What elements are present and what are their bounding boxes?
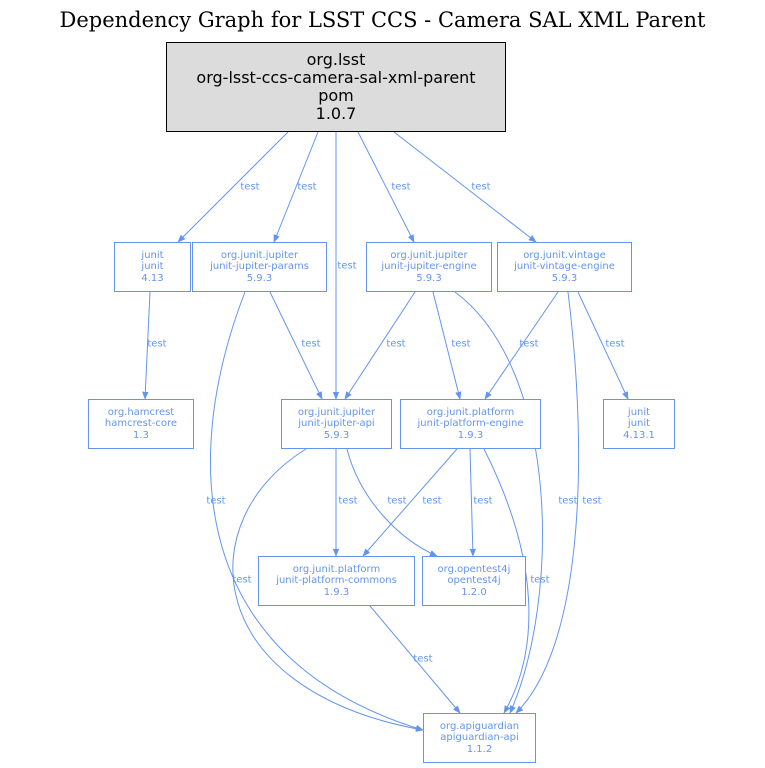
node-opentest4j[interactable]: org.opentest4j opentest4j 1.2.0 [422,556,526,606]
edge-layer [142,131,629,732]
node-version: 4.13 [141,272,164,284]
edge-label-commons-to-apiguardian: test [413,653,433,665]
node-version: 4.13.1 [623,429,655,441]
node-artifact: junit [627,418,651,430]
edge-pengine-to-commons [362,448,458,557]
edge-jengine-to-apiguardian [454,291,543,714]
node-artifact: junit-jupiter-api [298,418,375,430]
node-version: 1.3 [133,429,149,441]
edge-params-to-api [269,291,323,400]
edge-root-to-junit413 [177,131,289,243]
edge-label-params-to-api: test [301,338,321,350]
node-junit-platform-engine[interactable]: org.junit.platform junit-platform-engine… [400,399,541,449]
edge-label-api-to-opentest: test [387,495,407,507]
edge-root-to-params [273,131,319,243]
edge-api-to-apiguardian [232,448,424,732]
node-version: 1.2.0 [461,586,487,598]
node-group: org.junit.jupiter [297,406,376,418]
node-junit-4-13-1[interactable]: junit junit 4.13.1 [603,399,675,449]
edge-label-jengine-to-pengine: test [451,338,471,350]
edge-label-jengine-to-apiguardian: test [558,495,578,507]
node-artifact: junit-platform-engine [417,418,524,430]
node-version: 5.9.3 [551,272,578,284]
node-artifact: junit [141,261,164,273]
node-junit-platform-commons[interactable]: org.junit.platform junit-platform-common… [258,556,415,606]
edge-label-pengine-to-commons: test [422,495,442,507]
node-group: org.opentest4j [437,563,511,575]
edge-label-api-to-commons: test [338,495,358,507]
node-group: junit [141,249,164,261]
node-apiguardian-api[interactable]: org.apiguardian apiguardian-api 1.1.2 [423,713,536,763]
node-artifact: apiguardian-api [440,732,519,744]
node-artifact: junit-jupiter-params [210,261,309,273]
edge-junit413-to-hamcrest [142,291,151,400]
node-version: 5.9.3 [246,272,273,284]
node-artifact: junit-jupiter-engine [381,261,477,273]
node-group: org.junit.vintage [523,249,606,261]
node-artifact: opentest4j [447,575,501,587]
edge-root-to-vintage [393,131,537,243]
edge-label-pengine-to-opentest: test [473,495,493,507]
graph-title: Dependency Graph for LSST CCS - Camera S… [59,8,706,32]
node-version: 1.9.3 [323,586,350,598]
node-junit-jupiter-params[interactable]: org.junit.jupiter junit-jupiter-params 5… [192,242,327,292]
node-group: org.hamcrest [107,406,175,418]
node-artifact: hamcrest-core [104,418,178,430]
edge-label-api-to-apiguardian: test [232,574,252,586]
edge-jengine-to-pengine [432,291,462,400]
node-version: 5.9.3 [323,429,350,441]
node-artifact: org-lsst-ccs-camera-sal-xml-parent [196,68,476,87]
node-junit-jupiter-engine[interactable]: org.junit.jupiter junit-jupiter-engine 5… [366,242,492,292]
node-artifact: junit-platform-commons [276,575,397,587]
edge-label-pengine-to-apiguardian: test [530,574,550,586]
edge-root-to-jengine [357,131,415,243]
edge-vintage-to-pengine [484,291,559,400]
node-type: pom [318,86,354,105]
node-hamcrest-core[interactable]: org.hamcrest hamcrest-core 1.3 [88,399,194,449]
edge-label-vintage-to-pengine: test [519,338,539,350]
edge-label-root-to-vintage: test [471,181,491,193]
edge-label-vintage-to-junit4131: test [605,338,625,350]
edge-vintage-to-junit4131 [577,291,629,400]
node-group: org.apiguardian [439,720,520,732]
node-artifact: junit-vintage-engine [514,261,615,273]
edge-label-junit413-to-hamcrest: test [147,338,167,350]
node-version: 5.9.3 [416,272,442,284]
edge-label-root-to-junit413: test [240,181,260,193]
edge-jengine-to-api [344,291,416,400]
node-version: 1.0.7 [315,104,357,123]
node-version: 1.1.2 [466,743,493,755]
node-group: org.junit.jupiter [220,249,299,261]
node-root[interactable]: org.lsst org-lsst-ccs-camera-sal-xml-par… [166,42,506,132]
node-group: org.junit.jupiter [390,249,468,261]
node-group: org.lsst [306,50,366,69]
edge-params-to-apiguardian [209,291,424,731]
edge-commons-to-apiguardian [369,605,461,714]
node-group: junit [627,406,651,418]
edge-pengine-to-apiguardian [483,448,530,714]
node-junit-4-13[interactable]: junit junit 4.13 [114,242,191,292]
node-version: 1.9.3 [457,429,484,441]
edge-label-root-to-params: test [297,181,317,193]
edge-pengine-to-opentest [469,448,476,557]
edge-label-params-to-apiguardian: test [206,495,226,507]
node-junit-vintage-engine[interactable]: org.junit.vintage junit-vintage-engine 5… [497,242,632,292]
node-group: org.junit.platform [426,406,515,418]
edge-label-jengine-to-api: test [386,338,406,350]
edge-label-root-to-jengine: test [391,181,411,193]
node-group: org.junit.platform [292,563,381,575]
edge-api-to-opentest [346,448,438,557]
edge-vintage-to-apiguardian [515,291,580,714]
edge-label-vintage-to-apiguardian: test [582,495,602,507]
edge-label-root-to-api: test [337,260,357,272]
node-junit-jupiter-api[interactable]: org.junit.jupiter junit-jupiter-api 5.9.… [281,399,392,449]
